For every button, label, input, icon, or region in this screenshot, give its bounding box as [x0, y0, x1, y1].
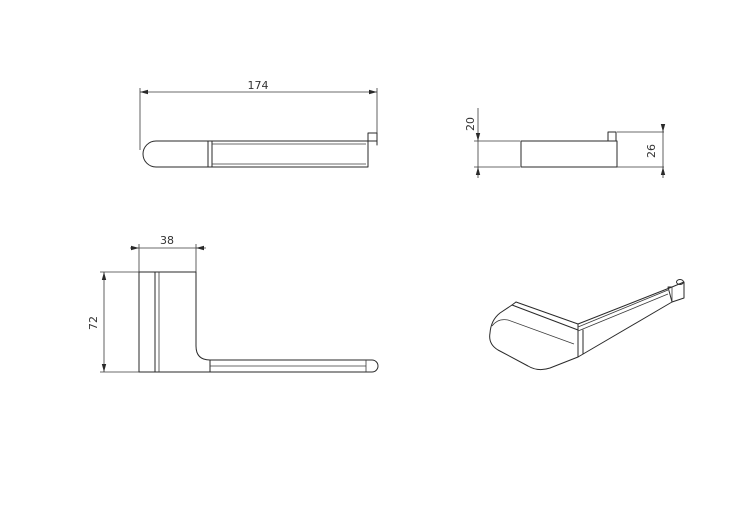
dimension-height: 26: [645, 124, 666, 178]
dimension-length-label: 174: [248, 79, 269, 92]
dimension-depth: 38: [130, 234, 206, 272]
holder-plan-outline: [138, 271, 379, 373]
plan-view: 38 72: [87, 234, 379, 373]
dimension-plate-height: 72: [87, 271, 139, 373]
top-view: 174: [139, 79, 378, 168]
isometric-view: [489, 279, 685, 371]
holder-side-outline: [520, 131, 664, 168]
dimension-depth-label: 38: [160, 234, 174, 247]
holder-front-outline: [142, 132, 378, 168]
dimension-length: 174: [139, 79, 378, 150]
dimension-thickness-label: 20: [464, 117, 477, 131]
dimension-height-label: 26: [645, 144, 658, 158]
side-view: 20 26: [464, 108, 666, 178]
dimension-thickness: 20: [464, 108, 520, 178]
dimension-plate-height-label: 72: [87, 316, 100, 330]
